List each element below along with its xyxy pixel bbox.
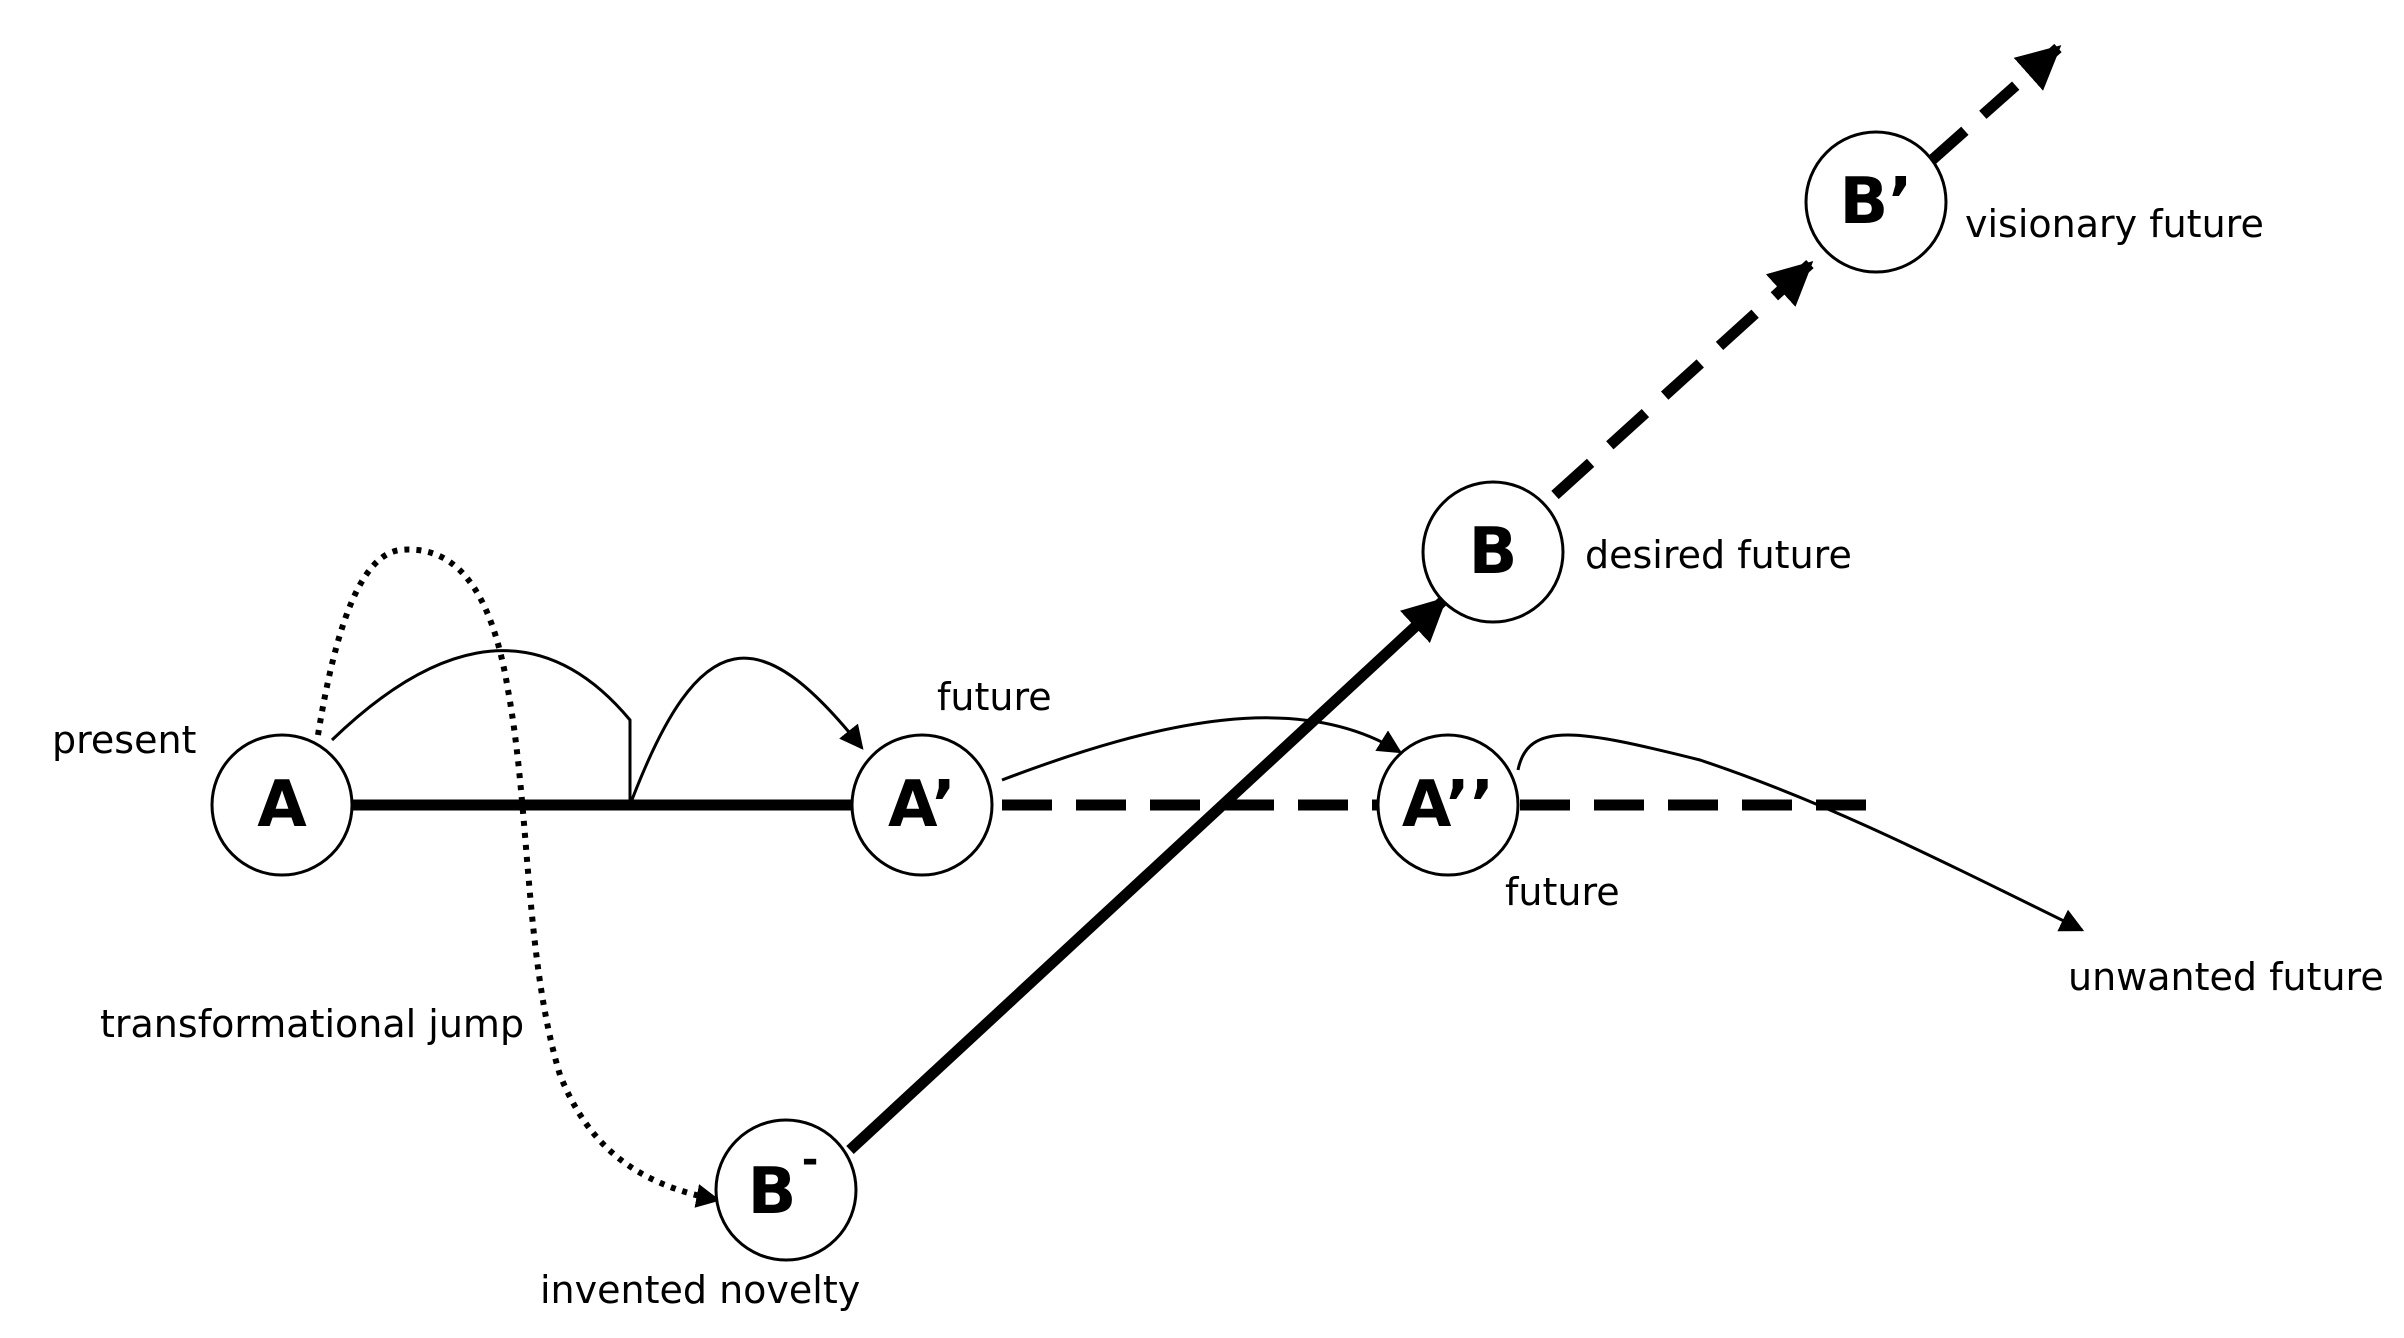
invented-novelty-label: invented novelty <box>540 1268 860 1312</box>
future-label-upper: future <box>937 675 1052 719</box>
node-b-minus-superscript: - <box>802 1137 819 1183</box>
unwanted-future-label: unwanted future <box>2068 955 2384 999</box>
desired-future-label: desired future <box>1585 533 1852 577</box>
node-b-prime-label: B’ <box>1839 165 1912 239</box>
transformational-jump-arrow <box>315 546 721 1208</box>
node-a-double-prime: A’’ <box>1376 733 1520 877</box>
step-arc-3 <box>1001 716 1403 782</box>
step-arc-1 <box>330 649 632 805</box>
node-a-double-prime-label: A’’ <box>1402 768 1494 842</box>
node-b-minus-label: B <box>748 1155 797 1229</box>
node-b-prime: B’ <box>1804 130 1948 274</box>
step-arc-2 <box>628 656 864 806</box>
visionary-future-label: visionary future <box>1965 202 2264 246</box>
node-a-label: A <box>257 768 307 842</box>
node-a-prime: A’ <box>850 733 994 877</box>
present-label: present <box>52 718 196 762</box>
node-b-minus: B - <box>714 1118 858 1262</box>
visionary-path-arrow-2 <box>1928 43 2062 165</box>
unwanted-path-arrow <box>1516 733 2085 932</box>
node-b-label: B <box>1469 515 1518 589</box>
node-b: B <box>1421 480 1565 624</box>
future-label-lower: future <box>1505 870 1620 914</box>
transformational-jump-label: transformational jump <box>100 1002 524 1046</box>
desired-path-arrow <box>846 595 1448 1155</box>
visionary-path-arrow-1 <box>1551 259 1814 500</box>
node-a: A <box>210 733 354 877</box>
node-a-prime-label: A’ <box>888 768 956 842</box>
